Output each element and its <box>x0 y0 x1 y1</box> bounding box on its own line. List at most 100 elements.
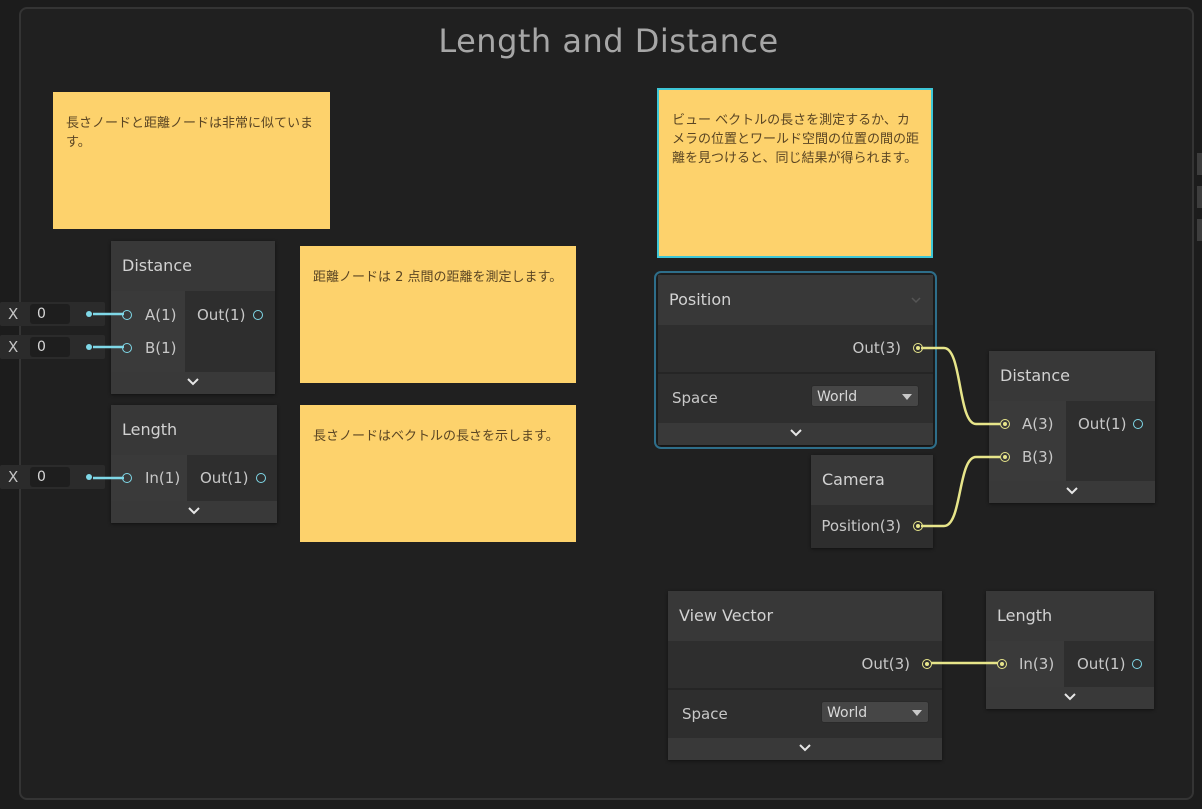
node-position[interactable]: Position Out(3) Space World <box>654 271 937 449</box>
edge-tab <box>1197 153 1202 175</box>
node-title[interactable]: Distance <box>989 351 1155 401</box>
sticky-note-selected[interactable]: ビュー ベクトルの長さを測定するか、カメラの位置とワールド空間の位置の間の距離を… <box>657 88 933 258</box>
sticky-note-text: 長さノードと距離ノードは非常に似ています。 <box>66 116 314 150</box>
inline-input-in[interactable]: X 0 <box>0 465 105 489</box>
node-title[interactable]: Camera <box>811 455 933 505</box>
space-label: Space <box>672 389 718 407</box>
port-connector-icon[interactable] <box>913 343 923 353</box>
input-port-b[interactable]: B(3) <box>989 445 1066 469</box>
value-field[interactable]: 0 <box>30 304 70 324</box>
sticky-note[interactable]: 長さノードはベクトルの長さを示します。 <box>300 405 576 542</box>
input-ports <box>111 291 185 372</box>
collapse-toggle[interactable] <box>658 423 933 445</box>
port-label: In(3) <box>1019 655 1055 673</box>
chevron-down-icon <box>789 429 802 437</box>
node-length-left[interactable]: Length In(1) Out(1) <box>111 405 277 523</box>
connector-dot <box>86 474 92 480</box>
port-label: Out(1) <box>1077 655 1126 673</box>
axis-label: X <box>8 338 19 356</box>
sticky-note-text: 距離ノードは 2 点間の距離を測定します。 <box>313 270 563 285</box>
port-connector-icon[interactable] <box>913 521 923 531</box>
port-label: B(1) <box>145 339 177 357</box>
port-label: Out(1) <box>197 306 246 324</box>
node-view-vector[interactable]: View Vector Out(3) Space World <box>668 591 942 760</box>
chevron-down-icon <box>188 507 200 515</box>
collapse-toggle[interactable] <box>668 738 942 760</box>
node-distance-left[interactable]: Distance A(1) B(1) Out(1) <box>111 241 275 394</box>
node-title[interactable]: Length <box>111 405 277 455</box>
node-camera[interactable]: Camera Position(3) <box>811 455 933 548</box>
port-connector-icon[interactable] <box>997 659 1007 669</box>
chevron-down-icon <box>1064 693 1076 701</box>
output-port[interactable]: Out(1) <box>1078 412 1143 436</box>
port-label: Out(1) <box>200 469 249 487</box>
port-connector-icon[interactable] <box>1000 419 1010 429</box>
port-connector-icon[interactable] <box>1000 452 1010 462</box>
input-port-in[interactable]: In(1) <box>111 466 187 490</box>
port-label: Out(3) <box>861 655 910 673</box>
output-port[interactable]: Out(1) <box>200 466 266 490</box>
collapse-toggle[interactable] <box>111 372 275 394</box>
chevron-down-icon[interactable] <box>911 297 921 304</box>
input-port-in[interactable]: In(3) <box>986 652 1064 676</box>
axis-label: X <box>8 468 19 486</box>
node-title[interactable]: Length <box>986 591 1154 641</box>
port-label: Out(1) <box>1078 415 1127 433</box>
port-connector-icon[interactable] <box>122 343 132 353</box>
port-label: A(1) <box>145 306 177 324</box>
edge-tab <box>1197 219 1202 241</box>
input-ports <box>989 401 1066 481</box>
connector-dot <box>86 311 92 317</box>
dropdown-value: World <box>827 705 868 721</box>
input-port-a[interactable]: A(3) <box>989 412 1066 436</box>
port-connector-icon[interactable] <box>253 310 263 320</box>
node-title[interactable]: Distance <box>111 241 275 291</box>
space-property-row: Space World <box>668 688 942 740</box>
axis-label: X <box>8 305 19 323</box>
collapse-toggle[interactable] <box>986 687 1154 709</box>
port-connector-icon[interactable] <box>256 473 266 483</box>
port-connector-icon[interactable] <box>1133 419 1143 429</box>
input-port-b[interactable]: B(1) <box>111 336 185 360</box>
port-connector-icon[interactable] <box>122 473 132 483</box>
output-port[interactable]: Out(1) <box>197 303 263 327</box>
space-dropdown[interactable]: World <box>811 385 919 407</box>
port-label: In(1) <box>145 469 181 487</box>
sticky-note[interactable]: 長さノードと距離ノードは非常に似ています。 <box>53 92 330 229</box>
port-label: B(3) <box>1022 448 1054 466</box>
inline-input-a[interactable]: X 0 <box>0 302 105 326</box>
sticky-note-text: ビュー ベクトルの長さを測定するか、カメラの位置とワールド空間の位置の間の距離を… <box>672 113 920 166</box>
collapse-toggle[interactable] <box>111 501 277 523</box>
output-port[interactable]: Out(3) <box>853 336 923 360</box>
port-connector-icon[interactable] <box>1132 659 1142 669</box>
output-port[interactable]: Out(3) <box>862 652 932 676</box>
value-field[interactable]: 0 <box>30 337 70 357</box>
group-title[interactable]: Length and Distance <box>438 22 779 60</box>
connector-dot <box>86 344 92 350</box>
node-title[interactable]: Position <box>658 275 933 325</box>
dropdown-arrow-icon <box>902 394 912 400</box>
inline-input-b[interactable]: X 0 <box>0 335 105 359</box>
sticky-note-text: 長さノードはベクトルの長さを示します。 <box>313 429 559 444</box>
space-dropdown[interactable]: World <box>821 701 929 723</box>
chevron-down-icon <box>799 744 811 752</box>
dropdown-value: World <box>817 389 858 405</box>
node-title[interactable]: View Vector <box>668 591 942 641</box>
space-property-row: Space World <box>658 372 933 424</box>
port-connector-icon[interactable] <box>122 310 132 320</box>
output-port[interactable]: Position(3) <box>821 514 923 538</box>
value-field[interactable]: 0 <box>30 467 70 487</box>
edge-tab <box>1197 186 1202 208</box>
collapse-toggle[interactable] <box>989 481 1155 503</box>
port-connector-icon[interactable] <box>922 659 932 669</box>
dropdown-arrow-icon <box>912 710 922 716</box>
port-label: A(3) <box>1022 415 1054 433</box>
node-length-right[interactable]: Length In(3) Out(1) <box>986 591 1154 709</box>
chevron-down-icon <box>1066 487 1078 495</box>
node-distance-right[interactable]: Distance A(3) B(3) Out(1) <box>989 351 1155 503</box>
output-port[interactable]: Out(1) <box>1077 652 1142 676</box>
input-port-a[interactable]: A(1) <box>111 303 185 327</box>
chevron-down-icon <box>187 378 199 386</box>
space-label: Space <box>682 705 728 723</box>
sticky-note[interactable]: 距離ノードは 2 点間の距離を測定します。 <box>300 246 576 383</box>
